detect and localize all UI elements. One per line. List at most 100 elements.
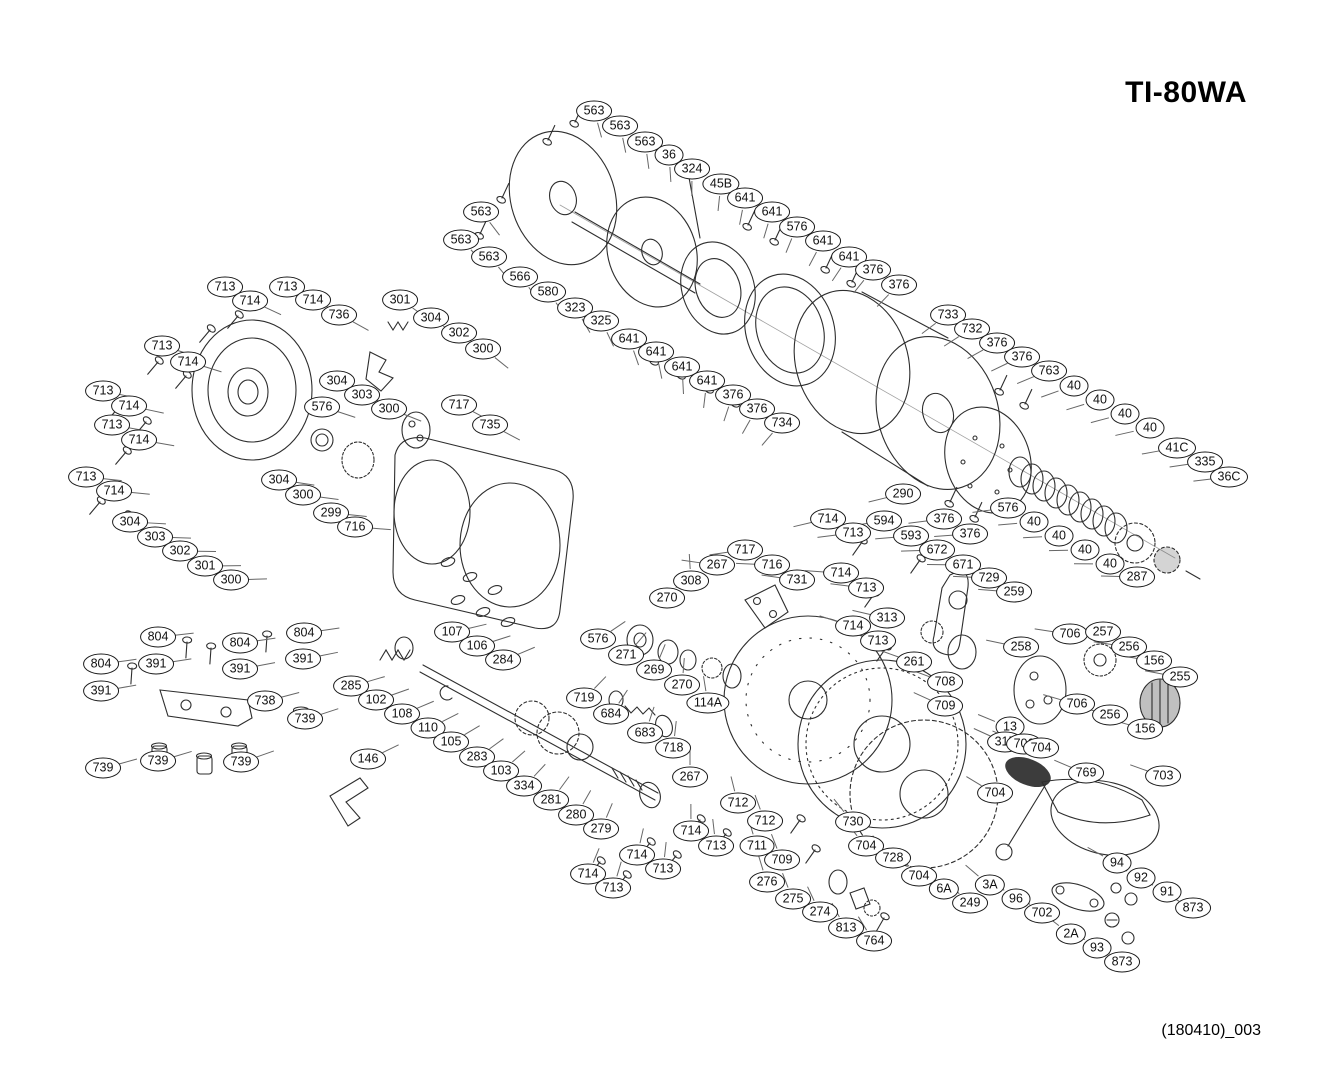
part-callout-376: 376 bbox=[715, 384, 751, 406]
part-callout-714: 714 bbox=[823, 562, 859, 584]
part-callout-249: 249 bbox=[952, 892, 988, 914]
part-callout-255: 255 bbox=[1162, 666, 1198, 688]
part-callout-376: 376 bbox=[739, 398, 775, 420]
part-callout-284: 284 bbox=[485, 649, 521, 671]
part-callout-733: 733 bbox=[930, 304, 966, 326]
part-callout-285: 285 bbox=[333, 675, 369, 697]
part-callout-92: 92 bbox=[1126, 867, 1156, 889]
part-callout-280: 280 bbox=[558, 804, 594, 826]
part-callout-376: 376 bbox=[881, 274, 917, 296]
part-callout-563: 563 bbox=[443, 229, 479, 251]
part-callout-110: 110 bbox=[410, 717, 446, 739]
part-callout-270: 270 bbox=[649, 587, 685, 609]
part-callout-267: 267 bbox=[672, 766, 708, 788]
part-callout-391: 391 bbox=[138, 653, 174, 675]
part-callout-804: 804 bbox=[140, 626, 176, 648]
part-callout-40: 40 bbox=[1059, 375, 1089, 397]
part-callout-304: 304 bbox=[413, 307, 449, 329]
part-callout-641: 641 bbox=[689, 370, 725, 392]
part-callout-714: 714 bbox=[810, 508, 846, 530]
part-callout-713: 713 bbox=[835, 522, 871, 544]
part-callout-300: 300 bbox=[213, 569, 249, 591]
diagram-title: TI-80WA bbox=[1125, 76, 1247, 109]
part-callout-769: 769 bbox=[1068, 762, 1104, 784]
part-callout-580: 580 bbox=[530, 281, 566, 303]
part-callout-563: 563 bbox=[576, 100, 612, 122]
part-callout-376: 376 bbox=[979, 332, 1015, 354]
part-callout-279: 279 bbox=[583, 818, 619, 840]
part-callout-702: 702 bbox=[1024, 902, 1060, 924]
part-callout-276: 276 bbox=[749, 871, 785, 893]
part-callout-714: 714 bbox=[295, 289, 331, 311]
part-callout-96: 96 bbox=[1001, 888, 1031, 910]
part-callout-376: 376 bbox=[1004, 346, 1040, 368]
part-callout-713: 713 bbox=[85, 380, 121, 402]
part-callout-576: 576 bbox=[580, 628, 616, 650]
part-callout-713: 713 bbox=[645, 858, 681, 880]
part-callout-256: 256 bbox=[1111, 636, 1147, 658]
part-callout-732: 732 bbox=[954, 318, 990, 340]
part-callout-763: 763 bbox=[1031, 360, 1067, 382]
part-callout-391: 391 bbox=[285, 648, 321, 670]
part-callout-684: 684 bbox=[593, 703, 629, 725]
part-callout-376: 376 bbox=[952, 523, 988, 545]
part-callout-156: 156 bbox=[1136, 650, 1172, 672]
part-callout-641: 641 bbox=[754, 201, 790, 223]
part-callout-376: 376 bbox=[855, 259, 891, 281]
part-callout-730: 730 bbox=[835, 811, 871, 833]
part-callout-2A: 2A bbox=[1055, 923, 1087, 945]
part-callout-704: 704 bbox=[901, 865, 937, 887]
part-callout-281: 281 bbox=[533, 789, 569, 811]
part-callout-267: 267 bbox=[699, 554, 735, 576]
part-callout-704: 704 bbox=[977, 782, 1013, 804]
part-callout-391: 391 bbox=[222, 658, 258, 680]
part-callout-563: 563 bbox=[463, 201, 499, 223]
part-callout-271: 271 bbox=[608, 644, 644, 666]
part-callout-303: 303 bbox=[137, 526, 173, 548]
part-callout-713: 713 bbox=[860, 630, 896, 652]
part-callout-813: 813 bbox=[828, 917, 864, 939]
part-callout-563: 563 bbox=[627, 131, 663, 153]
part-callout-274: 274 bbox=[802, 901, 838, 923]
part-callout-41C: 41C bbox=[1158, 437, 1196, 459]
part-callout-672: 672 bbox=[919, 539, 955, 561]
part-callout-764: 764 bbox=[856, 930, 892, 952]
part-callout-714: 714 bbox=[835, 615, 871, 637]
part-callout-300: 300 bbox=[371, 398, 407, 420]
part-callout-708: 708 bbox=[927, 671, 963, 693]
part-callout-303: 303 bbox=[344, 384, 380, 406]
part-callout-107: 107 bbox=[434, 621, 470, 643]
part-callout-739: 739 bbox=[85, 757, 121, 779]
part-callout-714: 714 bbox=[121, 429, 157, 451]
part-callout-683: 683 bbox=[627, 722, 663, 744]
part-callout-735: 735 bbox=[472, 414, 508, 436]
part-callout-287: 287 bbox=[1119, 566, 1155, 588]
part-callout-736: 736 bbox=[321, 304, 357, 326]
part-callout-563: 563 bbox=[471, 246, 507, 268]
part-callout-94: 94 bbox=[1102, 852, 1132, 874]
part-callout-738: 738 bbox=[247, 690, 283, 712]
part-callout-376: 376 bbox=[926, 508, 962, 530]
part-callout-713: 713 bbox=[68, 466, 104, 488]
part-callout-102: 102 bbox=[358, 689, 394, 711]
part-callout-324: 324 bbox=[674, 158, 710, 180]
part-callout-714: 714 bbox=[673, 820, 709, 842]
part-callout-728: 728 bbox=[875, 847, 911, 869]
part-callout-709: 709 bbox=[764, 849, 800, 871]
part-callout-259: 259 bbox=[996, 581, 1032, 603]
part-callout-873: 873 bbox=[1104, 951, 1140, 973]
part-callout-714: 714 bbox=[111, 395, 147, 417]
part-callout-269: 269 bbox=[636, 659, 672, 681]
part-callout-40: 40 bbox=[1095, 553, 1125, 575]
part-callout-641: 641 bbox=[831, 246, 867, 268]
part-callout-718: 718 bbox=[655, 737, 691, 759]
part-callout-641: 641 bbox=[664, 356, 700, 378]
part-callout-713: 713 bbox=[207, 276, 243, 298]
part-callout-114A: 114A bbox=[686, 692, 730, 714]
part-callout-706: 706 bbox=[1052, 623, 1088, 645]
part-callout-275: 275 bbox=[775, 888, 811, 910]
part-callout-717: 717 bbox=[441, 394, 477, 416]
part-callout-299: 299 bbox=[313, 502, 349, 524]
part-callout-641: 641 bbox=[611, 328, 647, 350]
part-callout-91: 91 bbox=[1152, 881, 1182, 903]
